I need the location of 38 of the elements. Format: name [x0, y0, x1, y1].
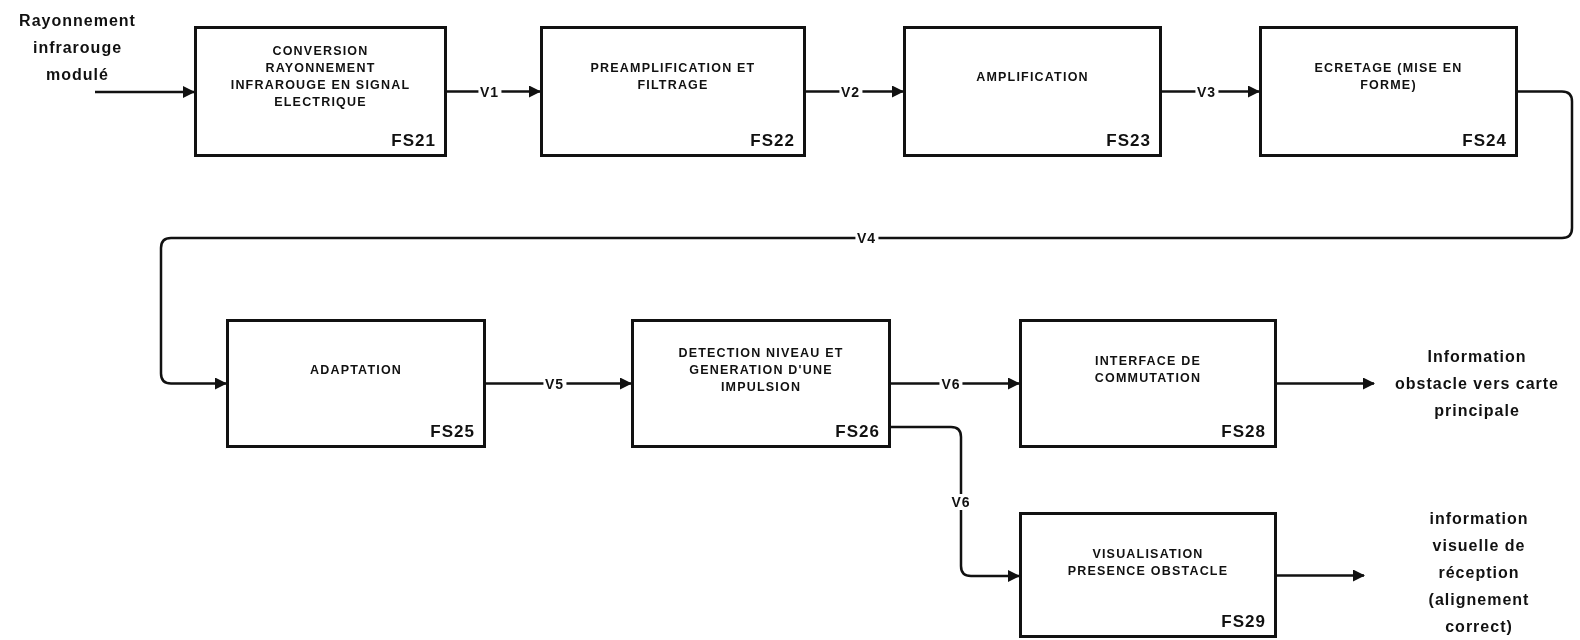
arrow: [1277, 569, 1365, 582]
block-title: PREAMPLIFICATION ET FILTRAGE: [589, 60, 757, 94]
process-box: [1259, 26, 1518, 157]
arrow: [1162, 85, 1260, 98]
arrow: [447, 85, 541, 98]
process-box: [903, 26, 1162, 157]
block-title: ADAPTATION: [308, 361, 404, 379]
process-box: [194, 26, 447, 157]
arrow: [1277, 377, 1375, 390]
block-code: FS25: [430, 422, 475, 442]
block-title: AMPLIFICATION: [975, 68, 1090, 86]
arrow: [891, 377, 1020, 390]
block-title: INTERFACE DE COMMUTATION: [1093, 353, 1203, 387]
block-code: FS24: [1462, 131, 1507, 151]
arrow: [95, 86, 195, 98]
process-box: [1019, 512, 1277, 638]
signal-text: Rayonnement infrarouge modulé: [18, 11, 137, 85]
block-title: VISUALISATION PRESENCE OBSTACLE: [1066, 546, 1230, 580]
block-title: CONVERSION RAYONNEMENT INFRAROUGE EN SIGNAL ELECTRIQUE: [229, 43, 412, 111]
block-code: FS23: [1106, 131, 1151, 151]
signal-text: information visuelle de réception (alignement correct): [1427, 509, 1531, 637]
process-box: [1019, 319, 1277, 448]
block-title: DETECTION NIVEAU ET GENERATION D'UNE IMPULSION: [677, 344, 845, 396]
arrow: [486, 377, 632, 390]
process-box: [540, 26, 806, 157]
process-box: [631, 319, 891, 448]
block-code: FS28: [1221, 422, 1266, 442]
arrow: [159, 90, 1574, 390]
signal-text: Information obstacle vers carte principale: [1394, 346, 1560, 421]
process-box: [226, 319, 486, 448]
edge-label: V4: [854, 230, 879, 246]
arrow: [806, 85, 904, 98]
block-code: FS29: [1221, 612, 1266, 632]
block-code: FS26: [835, 422, 880, 442]
block-code: FS22: [750, 131, 795, 151]
block-title: ECRETAGE (MISE EN FORME): [1313, 60, 1464, 94]
arrow: [891, 425, 1020, 582]
block-code: FS21: [391, 131, 436, 151]
